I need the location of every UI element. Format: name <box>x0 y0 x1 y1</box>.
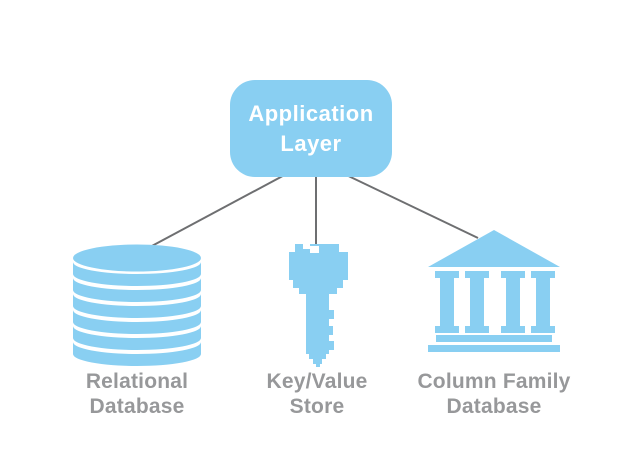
key-icon <box>289 244 348 367</box>
application-layer-label: Application Layer <box>248 101 374 156</box>
connector-right <box>337 170 479 239</box>
node-label-key-value-store: Key/Value Store <box>266 370 368 418</box>
database-cylinder-icon <box>73 244 201 366</box>
node-label-relational-database: Relational Database <box>85 370 189 418</box>
bank-columns-icon <box>428 230 560 352</box>
application-layer-node: Application Layer <box>230 80 392 177</box>
node-label-column-family-database: Column Family Database <box>417 370 571 418</box>
connector-left <box>149 170 293 248</box>
